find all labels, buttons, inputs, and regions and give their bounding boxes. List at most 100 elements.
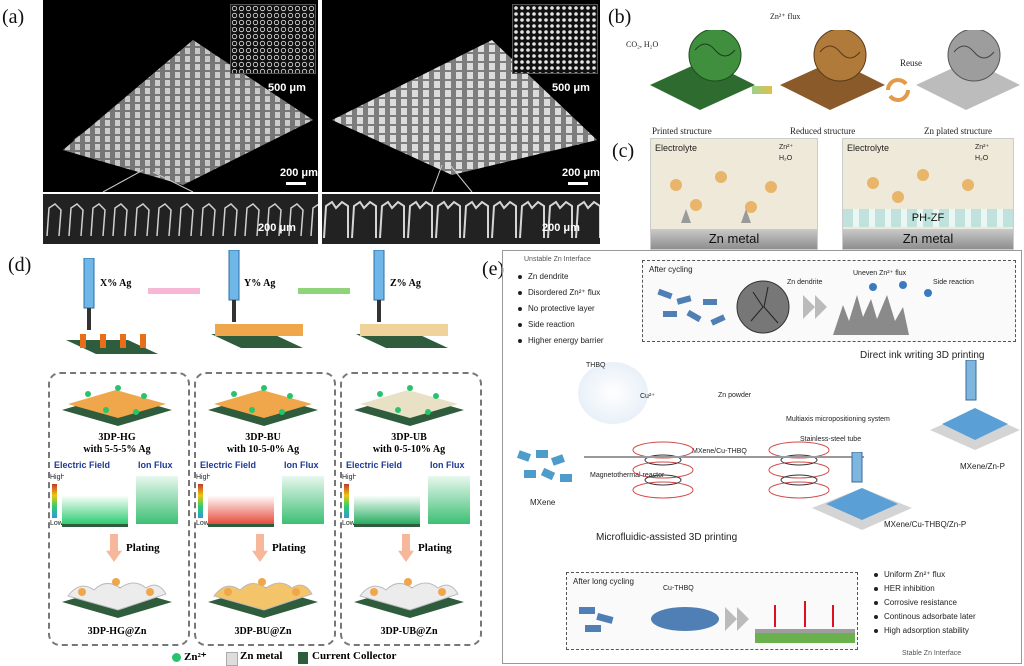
legend-zn2-label: Zn²⁺ [184, 651, 207, 663]
flow-arrow-icon [752, 86, 772, 94]
panel-label-c: (c) [612, 140, 635, 162]
field-high-1: High [196, 474, 211, 481]
plating-arrow-0 [106, 534, 122, 562]
column-sub-1: with 10-5-0% Ag [226, 444, 300, 455]
stable-item: High adsorption stability [874, 626, 969, 635]
field-colorbar-2 [344, 484, 349, 518]
stable-item-text: Corrosive resistance [884, 598, 957, 607]
bullet-icon [874, 628, 878, 633]
unstable-item-text: Higher energy barrier [528, 336, 604, 345]
sem-pillar-array-left [63, 40, 313, 193]
dendrite-illustration [657, 280, 932, 335]
main-scalebar-left [286, 182, 306, 185]
step-arrow-2 [298, 288, 350, 294]
zn2-legend-right: Zn²⁺ [975, 144, 990, 151]
flow-tube [584, 456, 864, 458]
field-map-0 [62, 476, 128, 527]
stable-interface-label: Stable Zn Interface [902, 650, 962, 657]
zn-dendrite-label: Zn dendrite [787, 279, 823, 286]
stable-illustration [579, 601, 855, 643]
column-result-0: 3DP-HG@Zn [87, 626, 147, 637]
electrolyte-label-right: Electrolyte [847, 143, 890, 153]
multiaxis-label: Multiaxis micropositioning system [786, 416, 890, 423]
unstable-item: Disordered Zn²⁺ flux [518, 288, 600, 297]
zn2-legend-left: Zn²⁺ [779, 144, 794, 151]
column-name-2: 3DP-UB [391, 432, 427, 443]
field-map-2 [354, 476, 420, 527]
bullet-icon [874, 600, 878, 605]
panel-label-e: (e) [482, 258, 505, 280]
stable-item-text: Continous adsorbate later [884, 612, 976, 621]
thbq-molecule [578, 362, 648, 424]
zn-metal-right: Zn metal [843, 229, 1013, 249]
electrolyte-label-left: Electrolyte [655, 143, 698, 153]
column-hg [48, 372, 190, 646]
column-name-0: 3DP-HG [98, 432, 136, 443]
zn-plated-structure-graphic [910, 28, 1024, 125]
stable-item: Uniform Zn²⁺ flux [874, 570, 945, 579]
zn-flux-label: Zn²⁺ flux [770, 12, 801, 21]
reduced-structure-label: Reduced structure [790, 126, 856, 136]
side-reaction-label: Side reaction [933, 279, 974, 286]
field-low-0: Low [50, 520, 63, 527]
plating-arrow-1 [252, 534, 268, 562]
bullet-icon [874, 572, 878, 577]
direct-ink-label: Direct ink writing 3D printing [860, 350, 985, 361]
field-title-1: Electric Field [200, 460, 257, 470]
unstable-item-text: Zn dendrite [528, 272, 569, 281]
field-colorbar-1 [198, 484, 203, 518]
syringe-label-2: Y% Ag [244, 278, 276, 289]
bullet-icon [518, 290, 522, 295]
mxene-znp-lattice [930, 359, 1020, 465]
column-bu [194, 372, 336, 646]
field-colorbar-0 [52, 484, 57, 518]
column-result-2: 3DP-UB@Zn [380, 626, 438, 637]
legend-zn-metal-label: Zn metal [240, 650, 283, 662]
field-high-2: High [342, 474, 357, 481]
syringe-step-2 [205, 249, 315, 363]
syringe-label-1: X% Ag [100, 278, 132, 289]
zn-powder-label: Zn powder [718, 392, 752, 399]
cross-section-left [43, 194, 318, 244]
h2o-legend-left: H₂O [779, 155, 793, 162]
mxene-cu-znp-lattice [812, 451, 912, 537]
mxene-cu-label: MXene/Cu-THBQ [692, 448, 747, 455]
plated-scaffold-2 [350, 568, 468, 620]
bullet-icon [518, 338, 522, 343]
legend-zn-metal-icon [226, 652, 238, 666]
reactor-coil-2 [764, 430, 834, 525]
bullet-icon [518, 306, 522, 311]
phzf-cell: Electrolyte Zn²⁺ H₂O PH-ZF Zn metal [842, 138, 1014, 250]
cross-scale-left: 200 μm [258, 222, 296, 234]
column-result-1: 3DP-BU@Zn [234, 626, 292, 637]
inset-scale-right: 500 μm [552, 82, 590, 94]
legend-collector-icon [298, 652, 308, 664]
steel-tube-label: Stainless-steel tube [800, 436, 862, 443]
reduced-structure-graphic [770, 28, 890, 125]
unstable-interface-label: Unstable Zn Interface [524, 256, 591, 263]
bullet-icon [874, 586, 878, 591]
uneven-flux-label: Uneven Zn²⁺ flux [853, 270, 907, 277]
flux-map-2 [428, 476, 470, 524]
unstable-item-text: Side reaction [528, 320, 575, 329]
zn-plated-structure-label: Zn plated structure [924, 126, 992, 136]
solvated-ions-right [867, 169, 974, 203]
after-cycling-box: After cycling Zn dendrite Uneven Zn²⁺ fl… [642, 260, 1016, 342]
field-low-2: Low [342, 520, 355, 527]
phzf-layer: PH-ZF [843, 209, 1013, 227]
printed-structure-label: Printed structure [652, 126, 712, 136]
cu-thbq-label: Cu-THBQ [663, 585, 694, 592]
solvated-ions-left [670, 171, 777, 223]
scaffold-3d-1 [204, 380, 322, 428]
mxene-label: MXene [530, 498, 556, 507]
reactor-coil-1 [628, 430, 698, 525]
panel-label-b: (b) [608, 6, 632, 28]
sem-inset-right [512, 4, 598, 74]
plated-scaffold-0 [58, 568, 176, 620]
co2-h2o-label: CO₂, H₂O [626, 40, 659, 49]
column-sub-0: with 5-5-5% Ag [83, 444, 151, 455]
panel-label-d: (d) [8, 254, 32, 276]
plating-label-1: Plating [272, 542, 306, 554]
legend-collector-label: Current Collector [312, 650, 397, 662]
panel-e-border [502, 250, 1022, 664]
